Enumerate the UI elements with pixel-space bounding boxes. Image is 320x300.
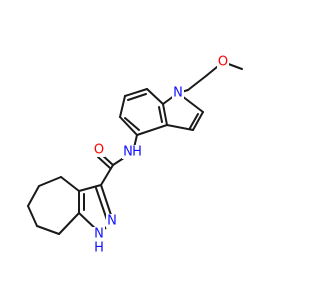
- pyrazole-n2-label: N: [107, 214, 117, 229]
- bond-c7-c6: [124, 88, 148, 97]
- bond-c7a-c7: [146, 88, 164, 105]
- bond-c5-c4-inner: [124, 117, 140, 131]
- indole-nitrogen-bg: [172, 86, 184, 100]
- pyrazole-hydrogen-label: H: [94, 241, 104, 256]
- pyrazole-n1-bg: [92, 227, 105, 255]
- bond-layer: [27, 61, 243, 235]
- bond-c4-c5: [38, 176, 62, 187]
- bond-c7-c8: [36, 225, 60, 235]
- bond-c3a-c4: [60, 176, 80, 192]
- amide-nitrogen-bg: [122, 145, 142, 159]
- bond-c3-n2-inner: [95, 187, 108, 221]
- methoxy-oxygen-bg: [217, 55, 229, 69]
- bond-ch2-ch2: [187, 75, 207, 91]
- amide-nitrogen-label: N: [123, 145, 133, 160]
- atom-label-layer: O N N H O N N H: [92, 55, 229, 256]
- bond-c8-c8a: [58, 212, 80, 235]
- methoxy-oxygen-label: O: [218, 55, 228, 70]
- amide-oxygen-bg: [93, 143, 105, 157]
- pyrazole-n2-bg: [106, 214, 119, 228]
- bond-c3-c3a: [166, 124, 194, 131]
- pyrazole-n1-label: N: [94, 227, 104, 242]
- bond-c2-c3-inner: [189, 113, 199, 129]
- bond-c4-c3a: [136, 124, 168, 136]
- bond-c3a-c3: [78, 184, 102, 192]
- bond-c6-c7: [27, 205, 38, 227]
- bond-c7-c6-inner: [127, 93, 147, 101]
- bond-carbonyl-c3: [100, 164, 114, 186]
- bond-c3a-c7a-inner: [158, 106, 163, 123]
- amide-oxygen-label: O: [94, 143, 104, 158]
- bond-c6-c5: [119, 95, 126, 118]
- indole-nitrogen-label: N: [173, 86, 183, 101]
- bond-c3a-c7a: [162, 103, 168, 126]
- bond-c5-c4: [119, 116, 138, 136]
- bond-c5-c6: [27, 185, 40, 207]
- bond-carbonyl-o-double: [97, 156, 111, 169]
- bond-c2-c3: [192, 111, 204, 131]
- amide-hydrogen-label: H: [132, 145, 142, 160]
- molecule-structure: O N N H O N N H: [27, 55, 243, 256]
